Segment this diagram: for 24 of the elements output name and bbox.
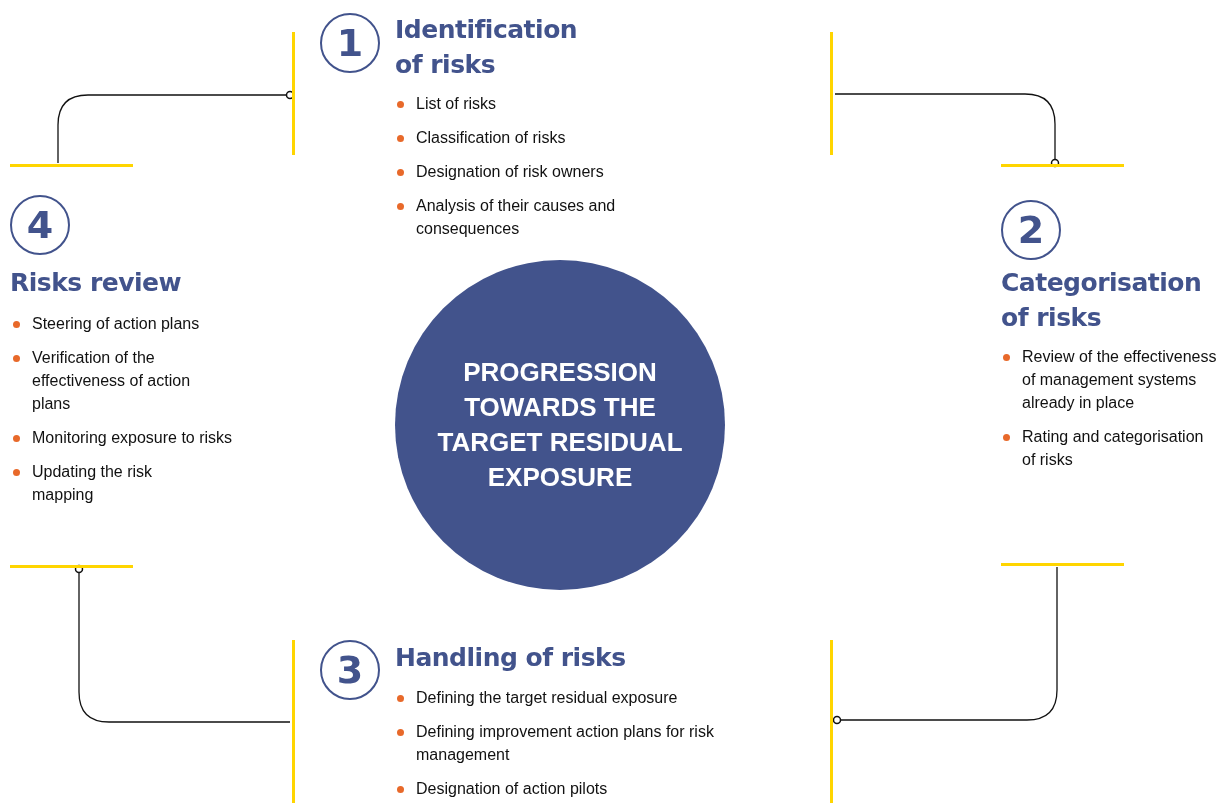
step-heading: Identification of risks [395, 14, 579, 81]
bullet-item: Designation of action pilots [396, 777, 776, 800]
step-heading: Handling of risks [395, 642, 627, 674]
bullet-item: Updating the risk mapping [12, 460, 207, 506]
step-heading: Risks review [10, 267, 183, 299]
bullet-item: List of risks [396, 92, 668, 115]
bullet-item: Classification of risks [396, 126, 668, 149]
bullet-item: Defining the target residual exposure [396, 686, 776, 709]
bullet-item: Review of the effectiveness of management systems already in place [1002, 345, 1217, 414]
step-number-badge: 1 [320, 13, 380, 73]
bullet-item: Designation of risk owners [396, 160, 668, 183]
bullet-item: Steering of action plans [12, 312, 297, 335]
bullet-item: Analysis of their causes and consequences [396, 194, 668, 240]
step-number-badge: 2 [1001, 200, 1061, 260]
bullet-item: Defining improvement action plans for risk management [396, 720, 776, 766]
step-number-badge: 4 [10, 195, 70, 255]
bullet-item: Rating and categorisation of risks [1002, 425, 1217, 471]
connector-line [57, 90, 295, 164]
bullet-item: Verification of the effectiveness of action plans [12, 346, 197, 415]
step-heading: Categorisation of risks [1001, 267, 1203, 334]
bullet-item: Monitoring exposure to risks [12, 426, 297, 449]
center-text: PROGRESSION TOWARDS THE TARGET RESIDUAL EXPOSURE [436, 356, 684, 494]
connector-line [832, 566, 1058, 725]
step-number-badge: 3 [320, 640, 380, 700]
